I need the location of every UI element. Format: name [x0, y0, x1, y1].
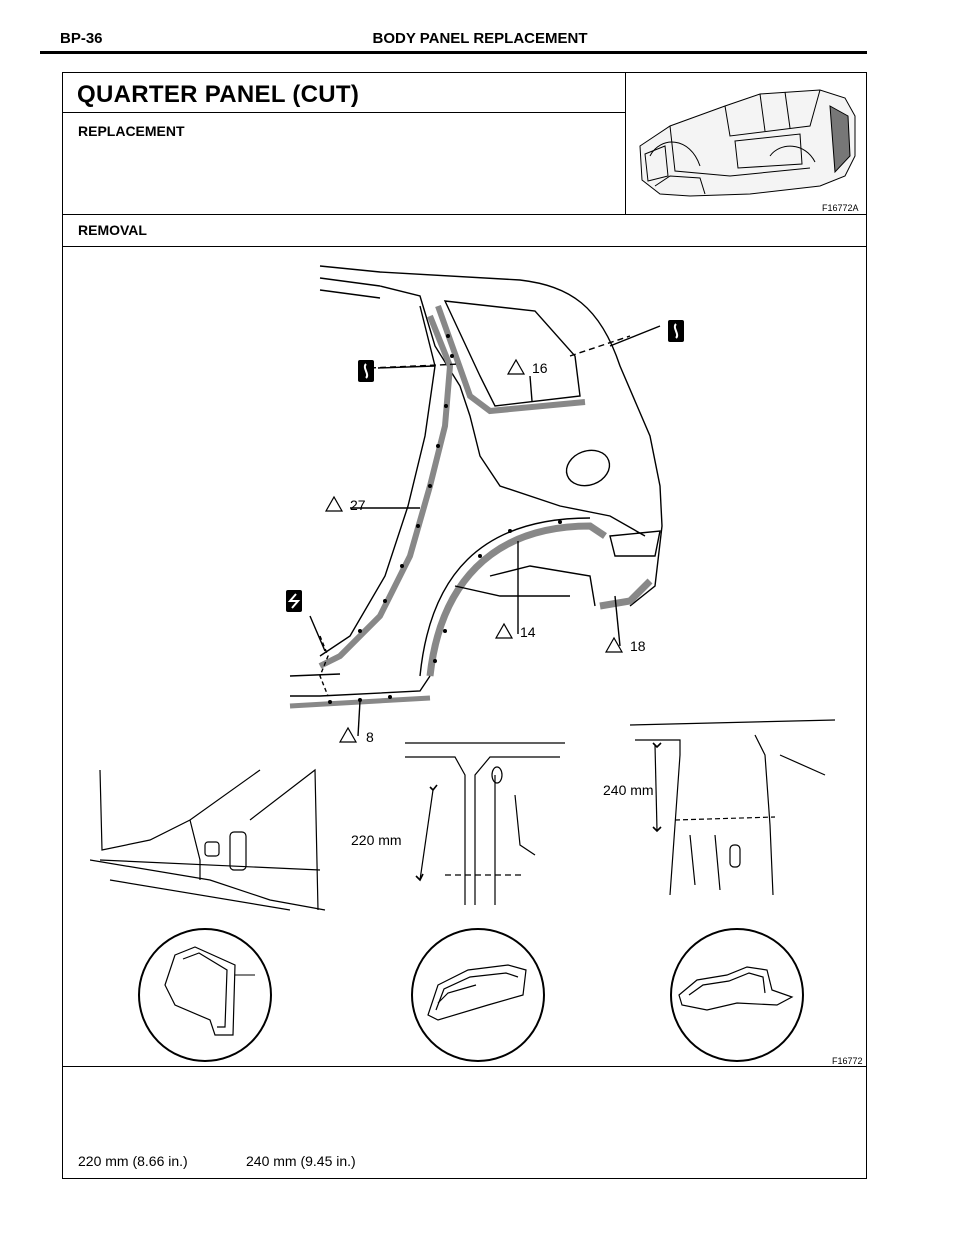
detail-view-left	[90, 768, 326, 911]
weld-count-27: 27	[350, 497, 366, 513]
divider-3	[62, 1066, 866, 1067]
section-title: BODY PANEL REPLACEMENT	[372, 30, 588, 47]
quarter-panel-illustration: 16 27 14 18 8	[286, 265, 684, 745]
weld-count-18: 18	[630, 638, 646, 654]
divider-1	[62, 214, 866, 215]
removal-label: REMOVAL	[78, 222, 147, 238]
page-number: BP-36	[60, 30, 103, 47]
cross-section-left	[138, 928, 272, 1062]
content-frame	[62, 72, 867, 1179]
weld-count-16: 16	[532, 360, 548, 376]
page-title: QUARTER PANEL (CUT)	[77, 81, 360, 108]
weld-count-14: 14	[520, 624, 536, 640]
page-header: BP-36 BODY PANEL REPLACEMENT	[40, 22, 920, 48]
detail-view-middle: 220 mm	[351, 742, 565, 905]
divider-vertical	[625, 72, 626, 214]
cross-section-middle	[411, 928, 545, 1062]
title-cell: QUARTER PANEL (CUT)	[62, 72, 625, 113]
divider-2	[62, 246, 866, 247]
thumbnail-code: F16772A	[822, 203, 859, 213]
detail-view-right: 240 mm	[603, 719, 836, 896]
header-rule	[40, 51, 867, 54]
measurement-240: 240 mm (9.45 in.)	[246, 1153, 356, 1169]
dimension-240: 240 mm	[603, 782, 654, 798]
measurement-220: 220 mm (8.66 in.)	[78, 1153, 188, 1169]
vehicle-thumbnail	[639, 89, 856, 197]
weld-count-8: 8	[366, 729, 374, 745]
dimension-220: 220 mm	[351, 832, 402, 848]
figure-code: F16772	[832, 1056, 863, 1066]
replacement-label: REPLACEMENT	[78, 123, 185, 139]
cross-section-right	[670, 928, 804, 1062]
